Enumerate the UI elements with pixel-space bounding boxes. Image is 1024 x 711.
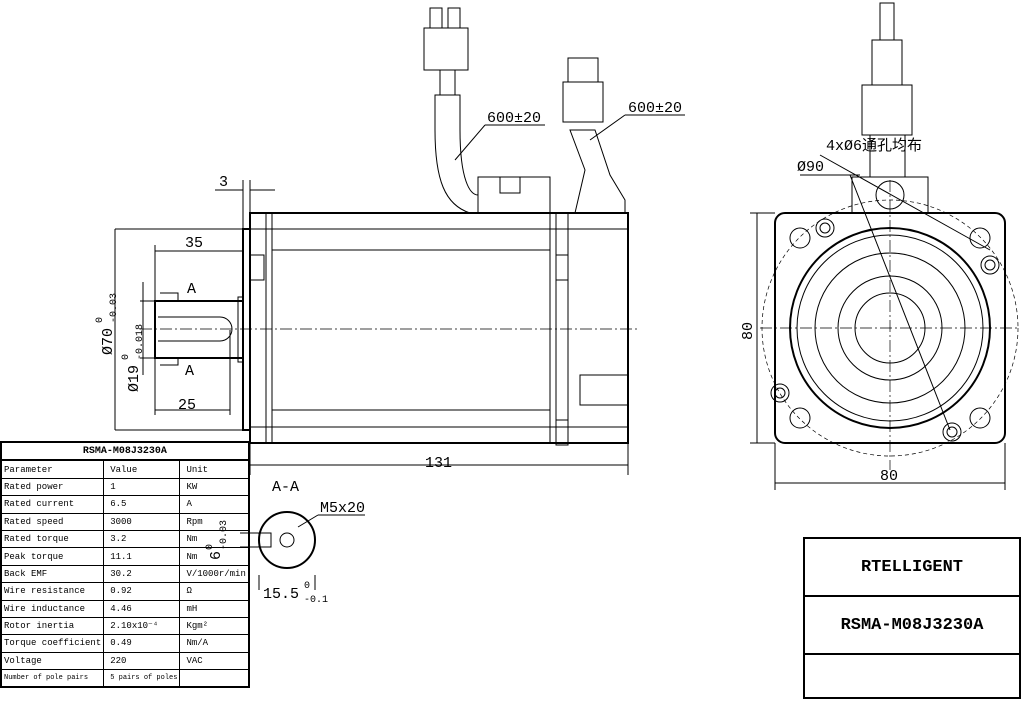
holes-note: 4xØ6通孔均布	[826, 137, 922, 155]
cell-value: 6.5	[103, 495, 181, 514]
cell-unit: Nm	[179, 547, 250, 566]
cell-unit: mH	[179, 599, 250, 618]
cable-length-2: 600±20	[628, 100, 682, 117]
thread-note: M5x20	[320, 500, 365, 517]
cell-value: 3.2	[103, 529, 181, 549]
cell-parameter: Voltage	[0, 651, 105, 671]
cell-parameter: Peak torque	[0, 547, 105, 566]
cell-value: 11.1	[103, 547, 181, 566]
dim-pilot-tol-lower: -0.03	[109, 293, 120, 323]
pcd-dimension: Ø90	[797, 159, 824, 176]
cell-unit: A	[179, 495, 250, 514]
cell-parameter: Rated current	[0, 495, 105, 514]
dim-shaft-tol-lower: -0.018	[135, 324, 146, 360]
cell-value: 30.2	[103, 564, 181, 584]
cell-value: 0.49	[103, 634, 181, 653]
cell-value: 4.46	[103, 599, 181, 618]
blank-cell	[805, 655, 1019, 711]
dim-key-length: 25	[178, 397, 196, 414]
cell-unit	[179, 669, 250, 688]
cell-parameter: Wire resistance	[0, 582, 105, 601]
company-name: RTELLIGENT	[805, 539, 1019, 597]
motor-side-view	[114, 7, 685, 475]
cell-unit: V/1000r/min	[179, 564, 250, 584]
key-depth-tol-lower: -0.1	[304, 595, 328, 606]
cell-parameter: Rotor inertia	[0, 616, 105, 636]
key-depth-tol-upper: 0	[304, 581, 310, 592]
dim-pilot-dia: Ø70	[100, 328, 117, 355]
cell-unit: VAC	[179, 651, 250, 671]
width-dimension: 80	[880, 468, 898, 485]
height-dimension: 80	[740, 322, 757, 340]
cell-unit: Rpm	[179, 512, 250, 531]
spec-table-title: RSMA-M08J3230A	[0, 440, 250, 462]
cell-parameter: Rated torque	[0, 529, 105, 549]
cell-unit: Nm	[179, 529, 250, 549]
dim-shaft-length: 35	[185, 235, 203, 252]
cell-parameter: Rated power	[0, 477, 105, 497]
table-header: Parameter Value Unit	[0, 459, 250, 479]
cell-unit: Ω	[179, 582, 250, 601]
title-block: RTELLIGENT RSMA-M08J3230A	[803, 537, 1021, 699]
header-parameter: Parameter	[0, 459, 105, 479]
cell-parameter: Wire inductance	[0, 599, 105, 618]
dim-body-length: 131	[425, 455, 452, 472]
cell-unit: Kgm²	[179, 616, 250, 636]
cell-value: 3000	[103, 512, 181, 531]
section-a-a-view	[240, 511, 365, 590]
key-depth-dim: 15.5	[263, 586, 299, 603]
section-title: A-A	[272, 479, 299, 496]
dim-flange-thickness: 3	[219, 174, 228, 191]
dim-pilot-tol-upper: 0	[95, 317, 106, 323]
cable-length-1: 600±20	[487, 110, 541, 127]
cell-parameter: Back EMF	[0, 564, 105, 584]
section-mark-top: A	[187, 281, 196, 298]
header-value: Value	[103, 459, 181, 479]
dim-shaft-dia: Ø19	[126, 365, 143, 392]
cell-unit: KW	[179, 477, 250, 497]
motor-front-view	[750, 2, 1020, 490]
section-mark-bottom: A	[185, 363, 194, 380]
cell-parameter: Number of pole pairs	[0, 669, 105, 688]
cell-value: 2.10x10⁻⁴	[103, 616, 181, 636]
cell-value: 0.92	[103, 582, 181, 601]
cell-unit: Nm/A	[179, 634, 250, 653]
cell-parameter: Rated speed	[0, 512, 105, 531]
cell-value: 1	[103, 477, 181, 497]
model-number: RSMA-M08J3230A	[805, 597, 1019, 655]
spec-table: RSMA-M08J3230A Parameter Value Unit Rate…	[0, 440, 250, 689]
cell-parameter: Torque coefficient	[0, 634, 105, 653]
dim-shaft-tol-upper: 0	[121, 354, 132, 360]
cell-value: 5 pairs of poles	[103, 669, 181, 688]
header-unit: Unit	[179, 459, 250, 479]
cell-value: 220	[103, 651, 181, 671]
